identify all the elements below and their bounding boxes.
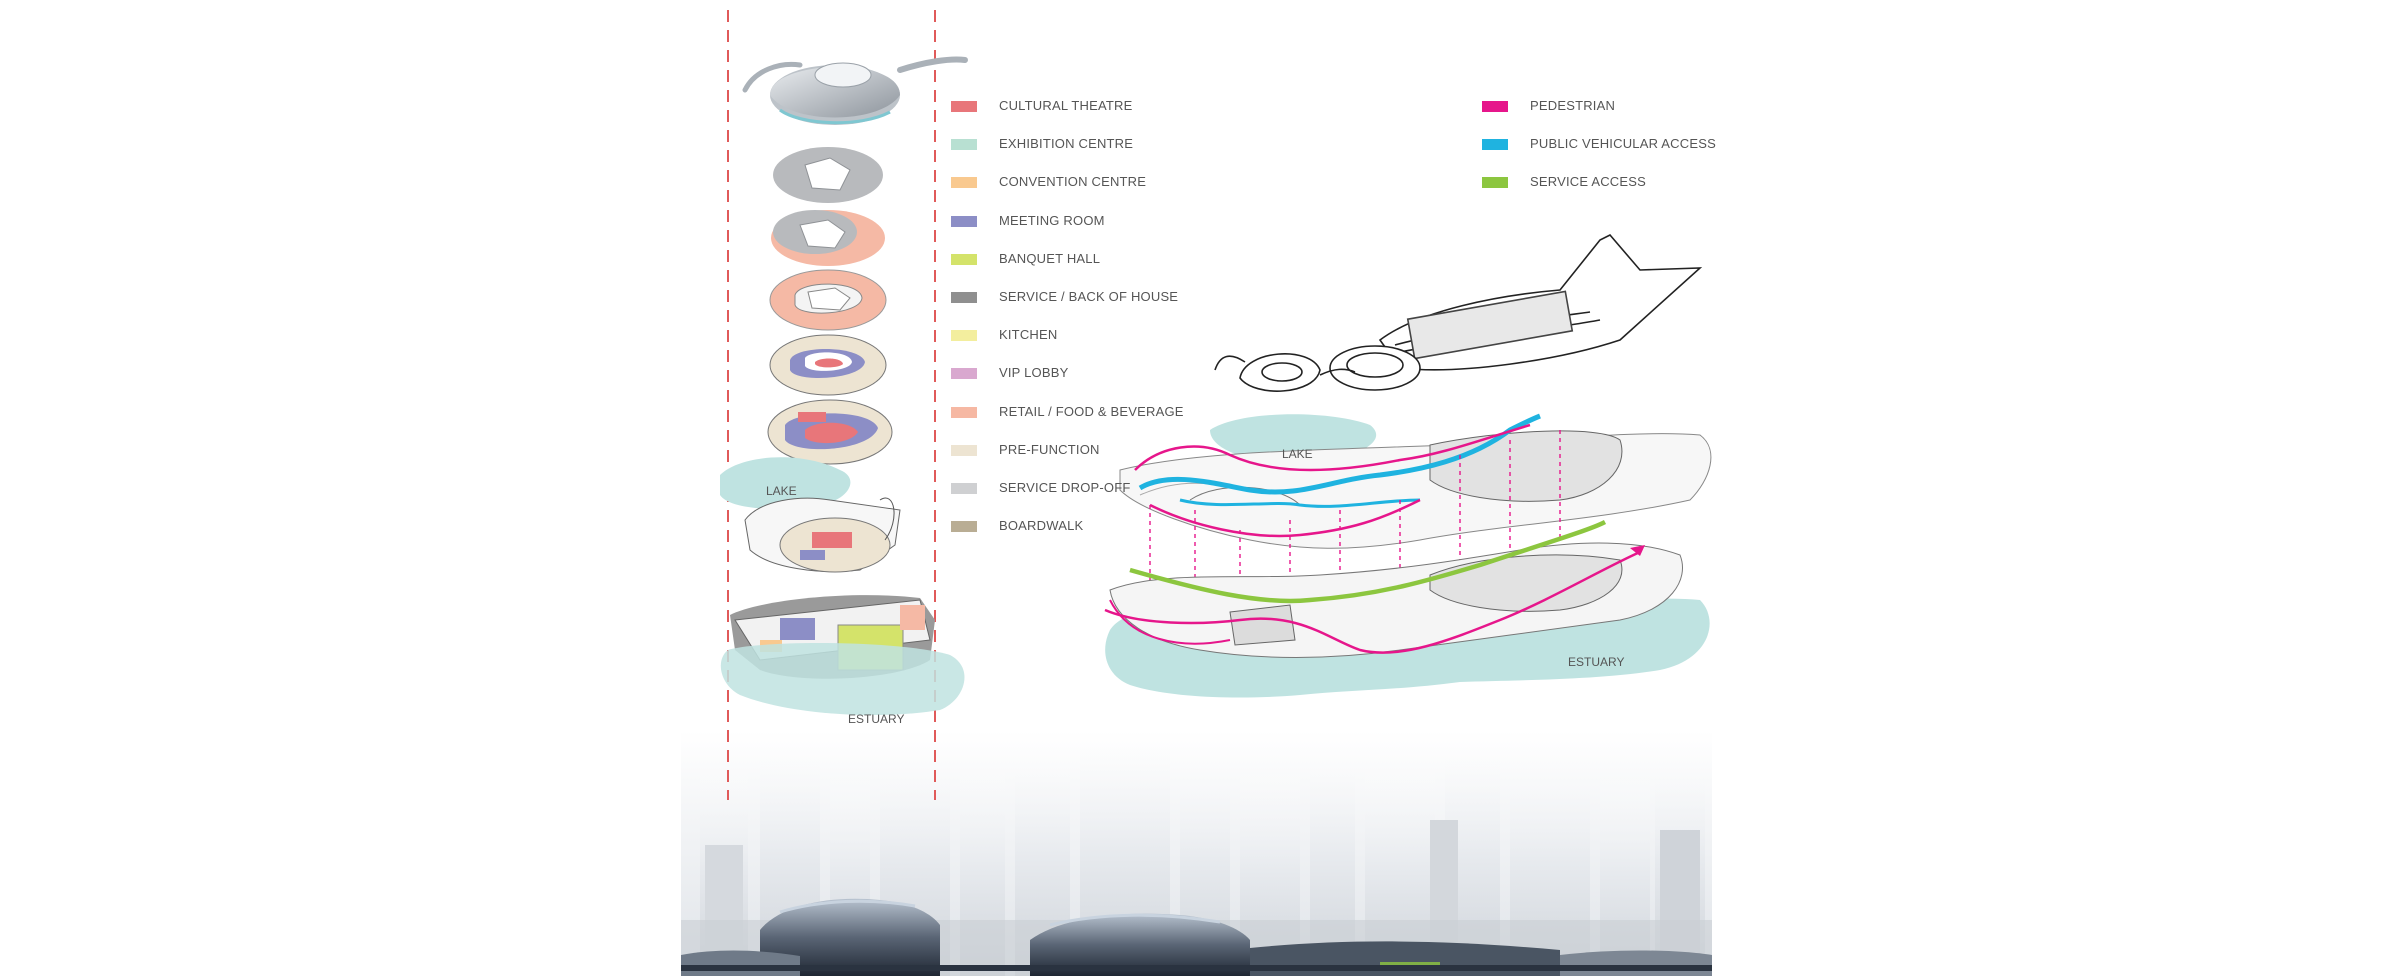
program-legend-item-label: SERVICE / BACK OF HOUSE	[999, 289, 1179, 304]
program-legend-item-swatch	[951, 521, 977, 533]
building-massing-outline	[1214, 234, 1703, 392]
estuary-water-left	[720, 643, 965, 715]
program-legend-item-label: PRE-FUNCTION	[999, 441, 1100, 457]
access-legend-item-label: SERVICE ACCESS	[1530, 174, 1646, 190]
access-legend-item-swatch	[1482, 139, 1508, 151]
program-legend-item-swatch	[951, 444, 977, 456]
lake-water-left	[720, 457, 851, 509]
lake-label-right: LAKE	[1282, 447, 1313, 461]
floor-plate-2	[771, 210, 885, 266]
program-legend-item-swatch	[951, 292, 977, 303]
program-legend-item-swatch	[951, 139, 977, 151]
program-legend-item-swatch	[951, 483, 977, 494]
program-legend-item-swatch	[951, 406, 977, 418]
program-legend-item-label: MEETING ROOM	[999, 212, 1105, 228]
floor-plate-3	[769, 269, 887, 331]
program-legend-item-label: BOARDWALK	[999, 518, 1084, 534]
access-legend-item-label: PEDESTRIAN	[1530, 98, 1616, 113]
access-legend-item-swatch	[1482, 101, 1508, 112]
floor-plate-6	[744, 497, 901, 573]
estuary-label-left: ESTUARY	[848, 712, 905, 726]
program-legend-item-swatch	[951, 330, 977, 342]
floor-plate-5	[767, 399, 893, 465]
lake-label-left: LAKE	[766, 484, 797, 498]
floor-plate-1	[773, 147, 883, 203]
exploded-floor-stack	[720, 56, 968, 715]
access-legend-item-label: PUBLIC VEHICULAR ACCESS	[1530, 136, 1716, 152]
section-cut-lines	[727, 10, 936, 800]
upper-site-plate	[1119, 413, 1712, 549]
floor-plate-4	[769, 334, 887, 396]
roof-dome-rendering	[742, 56, 968, 125]
lower-site-plate	[1104, 519, 1710, 698]
program-legend-item-label: BANQUET HALL	[999, 250, 1101, 266]
estuary-label-right: ESTUARY	[1568, 655, 1625, 669]
program-legend-item-label: CULTURAL THEATRE	[999, 98, 1133, 113]
program-legend-item-swatch	[951, 368, 977, 380]
program-legend-item-swatch	[951, 215, 977, 227]
program-legend-item-swatch	[951, 177, 977, 189]
program-legend-item-swatch	[951, 101, 977, 112]
axonometric-site-diagram	[1104, 234, 1712, 698]
program-legend-item-swatch	[951, 253, 977, 265]
program-legend-item-label: VIP LOBBY	[999, 365, 1069, 381]
program-legend-item-label: RETAIL / FOOD & BEVERAGE	[999, 403, 1184, 419]
program-legend-item-label: SERVICE DROP-OFF	[999, 480, 1131, 495]
program-legend-item-label: KITCHEN	[999, 327, 1058, 343]
program-legend-item-label: EXHIBITION CENTRE	[999, 136, 1134, 152]
access-legend-item-swatch	[1482, 177, 1508, 189]
program-legend-item-label: CONVENTION CENTRE	[999, 174, 1147, 190]
skyline-rendering	[681, 730, 1712, 976]
